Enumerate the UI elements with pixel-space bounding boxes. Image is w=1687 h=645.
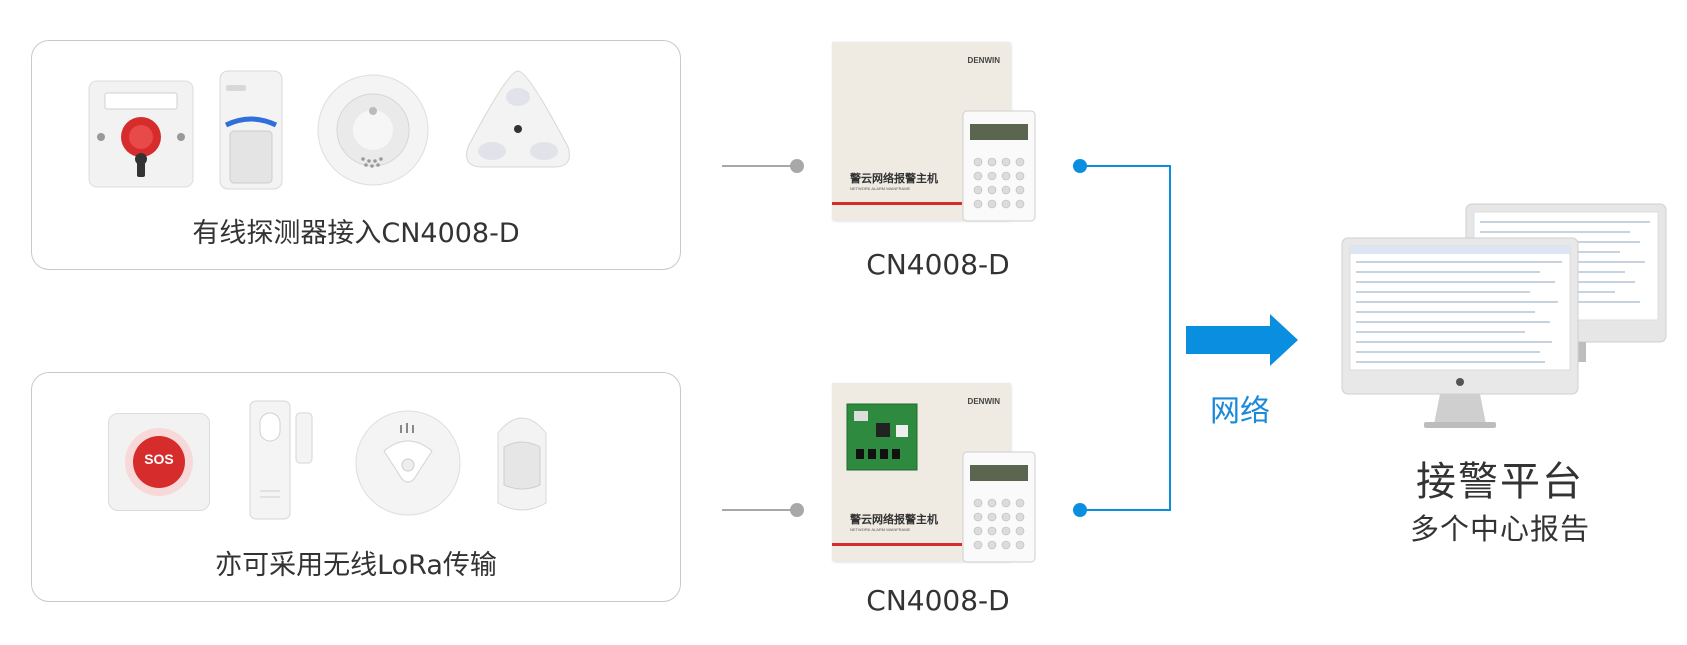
panel-top-caption: CN4008-D <box>866 248 1010 281</box>
circuit-board-icon <box>846 403 918 471</box>
keypad-icon <box>962 110 1036 222</box>
wireless-detectors-label: 亦可采用无线LoRa传输 <box>215 550 497 581</box>
alarm-panel-top: DENWIN 警云网络报警主机 NETWORK ALARM MAINFRAME <box>832 42 1036 222</box>
panel-bottom-caption: CN4008-D <box>866 584 1010 617</box>
keypad-icon <box>962 451 1036 563</box>
sos-label: SOS <box>144 451 174 467</box>
wireless-detectors-panel: SOS 亦可采用无线LoRa传输 <box>31 372 681 602</box>
wired-detectors-label: 有线探测器接入CN4008-D <box>192 218 520 249</box>
brand-logo: DENWIN <box>967 397 1000 406</box>
sos-button-device: SOS <box>108 413 210 511</box>
wired-detectors-panel: 有线探测器接入CN4008-D <box>31 40 681 270</box>
platform-title: 接警平台 <box>1416 459 1584 505</box>
panel-face-text: 警云网络报警主机 <box>850 513 938 526</box>
connector-dot-bottom-gray <box>790 503 804 517</box>
emergency-button-icon <box>88 80 194 188</box>
network-arrow-icon <box>1186 314 1298 366</box>
red-stripe <box>832 202 962 205</box>
door-sensor-icon <box>249 400 313 520</box>
panel-face-subtext: NETWORK ALARM MAINFRAME <box>850 527 911 532</box>
alarm-panel-bottom: DENWIN 警云网络报警主机 NETWORK ALARM MAINFRAME <box>832 383 1036 563</box>
brand-logo: DENWIN <box>967 56 1000 65</box>
monitors-icon <box>1341 203 1667 428</box>
panel-face-subtext: NETWORK ALARM MAINFRAME <box>850 186 911 191</box>
connector-dot-top-blue <box>1073 159 1087 173</box>
panel-face-text: 警云网络报警主机 <box>850 172 938 185</box>
platform-subtitle: 多个中心报告 <box>1409 512 1590 546</box>
network-bracket <box>1080 165 1171 511</box>
connector-dot-top-gray <box>790 159 804 173</box>
wireless-smoke-detector-icon <box>355 410 461 516</box>
connector-dot-bottom-blue <box>1073 503 1087 517</box>
pir-detector-icon <box>219 70 283 190</box>
smoke-detector-icon <box>317 74 429 186</box>
wireless-pir-icon <box>497 417 547 511</box>
red-stripe <box>832 543 962 546</box>
network-label: 网络 <box>1210 394 1270 429</box>
ceiling-detector-icon <box>466 70 570 168</box>
